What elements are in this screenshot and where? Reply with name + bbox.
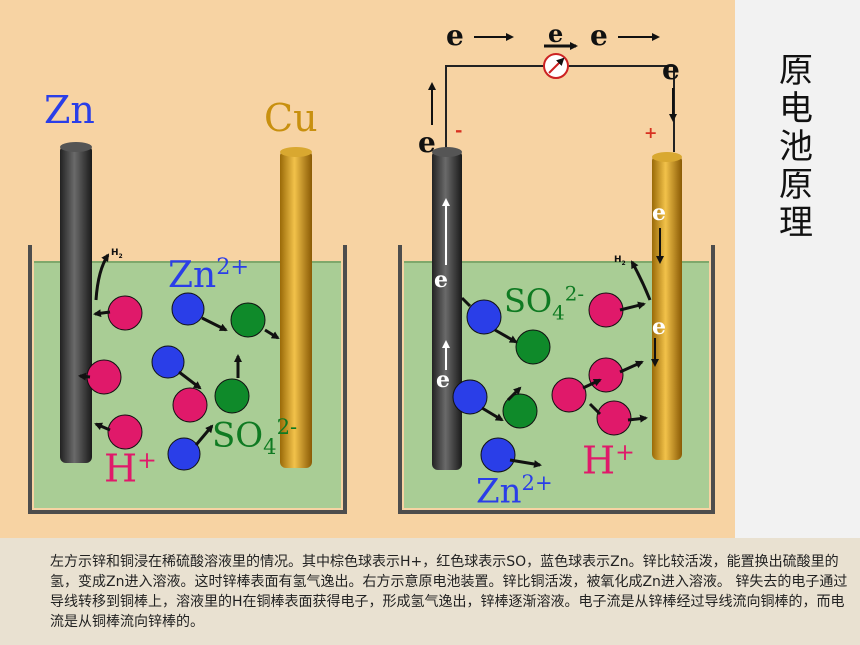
caption-text: 左方示锌和铜浸在稀硫酸溶液里的情况。其中棕色球表示H+，红色球表示SO，蓝色球表…	[50, 554, 848, 630]
right-zn-ion	[452, 379, 488, 415]
left-h2-arrow	[94, 253, 110, 301]
electron-label: e	[652, 314, 666, 340]
plus-sign: +	[644, 123, 657, 142]
electron-label: e	[590, 19, 608, 52]
left-h-ion	[107, 414, 143, 450]
right-so4-ion-label: SO42-	[504, 282, 585, 325]
vertical-title: 原电池原理	[779, 51, 813, 243]
left-zn-ion	[151, 345, 185, 379]
left-so4-ion	[230, 302, 266, 338]
left-h-ion-label: H+	[104, 446, 157, 491]
right-zinc-rod	[432, 150, 462, 470]
right-zn-ion	[480, 437, 516, 473]
right-h2-label: H2	[614, 255, 626, 267]
meter-electron-label: e	[548, 19, 563, 48]
left-zn-ion	[167, 437, 201, 471]
caption-panel	[0, 538, 860, 645]
electron-label: e	[446, 19, 464, 52]
right-h2-arrow	[630, 260, 652, 301]
left-h-ion	[107, 295, 143, 331]
left-copper-rod	[280, 150, 312, 468]
electron-label: e	[436, 367, 450, 393]
cells-drawing: H2	[28, 19, 715, 514]
left-zn-ion-label: Zn2+	[168, 254, 250, 296]
left-so4-ion-label: SO42-	[212, 414, 298, 460]
right-h-ion	[551, 377, 587, 413]
right-zn-ion	[466, 299, 502, 335]
right-h-ion-label: H+	[582, 438, 635, 483]
right-ions	[452, 292, 648, 473]
minus-sign: -	[455, 120, 462, 141]
electron-label: e	[662, 53, 680, 86]
electron-label: e	[652, 200, 666, 226]
right-h-ion	[588, 292, 624, 328]
left-zn-ion	[171, 292, 205, 326]
left-h-ion	[86, 359, 122, 395]
electron-label: e	[434, 267, 448, 293]
right-so4-ion	[515, 329, 551, 365]
right-h-ion	[596, 400, 632, 436]
right-zn-ion-label: Zn2+	[476, 470, 553, 512]
right-h-ion	[588, 357, 624, 393]
left-zn-rod-label: Zn	[44, 88, 95, 132]
left-zinc-rod	[60, 145, 92, 463]
left-h-ion	[172, 387, 208, 423]
galvanometer-icon	[543, 53, 569, 79]
external-wire	[445, 65, 675, 152]
left-so4-ion	[214, 378, 250, 414]
title-strip	[735, 0, 860, 538]
electron-label: e	[418, 126, 436, 159]
left-ions	[78, 292, 280, 471]
left-cu-rod-label: Cu	[264, 96, 318, 140]
left-h2-label: H2	[111, 248, 123, 260]
